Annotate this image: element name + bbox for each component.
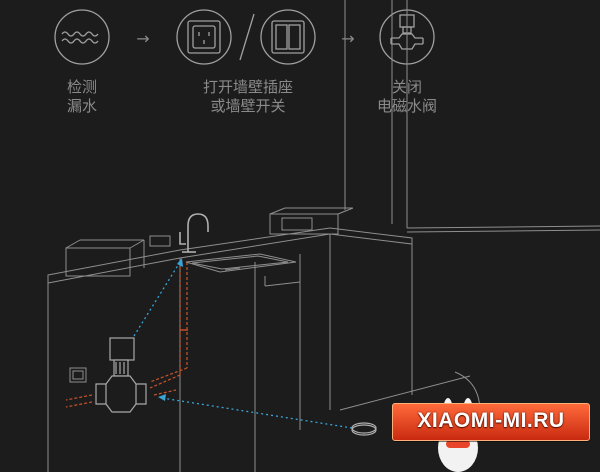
step-label-line2: 或墙壁开关 [210, 97, 286, 115]
step-label-line2: 漏水 [66, 97, 97, 115]
step-label-line1: 检测 [66, 78, 97, 96]
step-label-socket: 打开墙壁插座 或墙壁开关 [186, 78, 310, 116]
step-label-line1: 打开墙壁插座 [202, 78, 293, 96]
leak-sensor-icon [351, 422, 377, 436]
slash-divider [239, 13, 255, 61]
signal-arrowhead [158, 258, 183, 401]
wall-socket-icon [176, 9, 232, 65]
faucet-icon [179, 213, 209, 253]
step-label-valve: 关闭 电磁水阀 [367, 78, 447, 116]
water-wave-icon [54, 9, 110, 65]
watermark-text: XIAOMI-MI.RU [417, 409, 565, 432]
step-label-line1: 关闭 [391, 78, 422, 96]
arrow-icon: → [136, 29, 149, 48]
arrow-icon: → [341, 29, 354, 48]
step-label-line2: 电磁水阀 [376, 97, 437, 115]
watermark-badge: XIAOMI-MI.RU [392, 403, 590, 441]
step-label-detect: 检测 漏水 [52, 78, 112, 116]
water-pipe [65, 262, 188, 408]
wall-switch-icon [260, 9, 316, 65]
solenoid-valve-icon [95, 337, 147, 413]
signal-line [133, 261, 353, 429]
